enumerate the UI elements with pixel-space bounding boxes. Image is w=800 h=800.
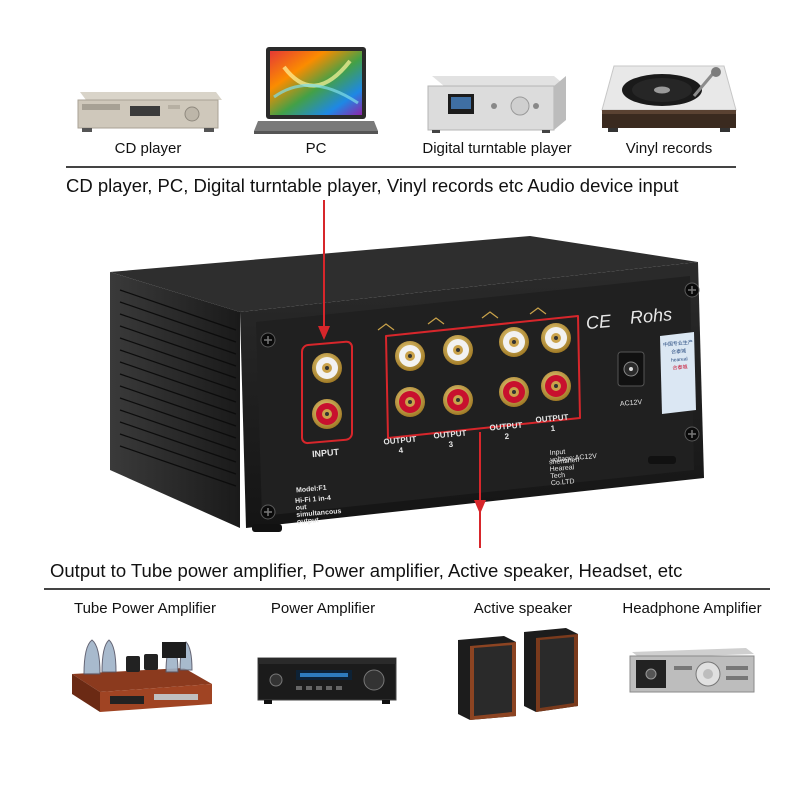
top-divider [66,166,736,168]
pc-caption: PC [305,140,327,157]
output-headline: Output to Tube power amplifier, Power am… [50,560,683,581]
headphone-amp-image [626,646,758,696]
vinyl-caption: Vinyl records [625,140,713,157]
bottom-divider [44,588,770,590]
input-rca-white [312,353,342,383]
cd-player-image [72,88,224,134]
maker-text: shenzhen Heareal Tech Co.LTD [548,456,580,488]
rohs-mark: Rohs [629,304,673,328]
power-amp-image [256,654,398,706]
desc-text: Hi-Fi 1 in-4 out simultancous output [294,494,342,526]
power-amp-caption: Power Amplifier [270,600,376,617]
active-speaker-caption: Active speaker [473,600,573,617]
vinyl-player-image [598,56,740,136]
cd-player-caption: CD player [114,140,182,157]
laptop-image [254,47,378,135]
headphone-amp-caption: Headphone Amplifier [622,600,762,617]
tube-amp-caption: Tube Power Amplifier [73,600,216,617]
ce-mark: CE [585,310,612,334]
input-headline: CD player, PC, Digital turntable player,… [66,175,679,196]
input-rca-red [312,399,342,429]
heatsink-side [110,272,240,528]
digital-turntable-image [424,72,570,134]
tube-amp-image [66,628,216,714]
digital-turntable-caption: Digital turntable player [422,140,572,157]
active-speakers-image [454,626,584,720]
sticker-label: 中国专业生产 合泰城 heareal 合泰城 [662,339,694,372]
